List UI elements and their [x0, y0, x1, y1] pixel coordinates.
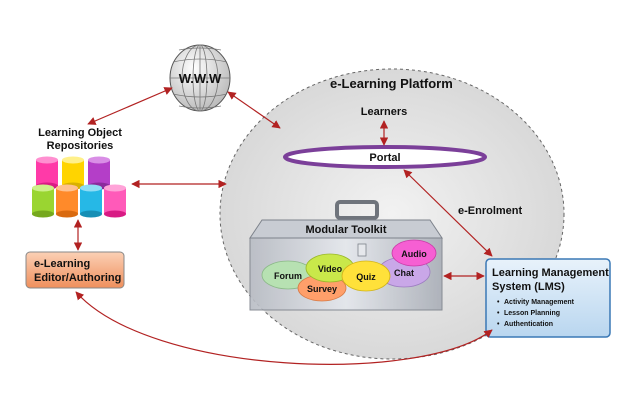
lms-bullet-2: •: [497, 310, 500, 317]
editor-box: [25, 251, 125, 289]
arrow-www-platform: [227, 91, 281, 129]
lms-item-3: Authentication: [504, 321, 553, 328]
module-chat-label: Chat: [394, 268, 414, 278]
module-survey-label: Survey: [307, 284, 337, 294]
cylinder-purple: [88, 156, 110, 190]
www-label: W.W.W: [179, 71, 222, 86]
module-forum-label: Forum: [274, 271, 302, 281]
arrow-editor-lms: [75, 291, 493, 365]
platform-title: e-Learning Platform: [330, 76, 453, 91]
editor-label-line2: Editor/Authoring: [34, 272, 121, 284]
module-video-label: Video: [318, 264, 343, 274]
portal-ring: [283, 145, 487, 169]
cylinder-green: [32, 184, 54, 218]
module-quiz-label: Quiz: [356, 272, 376, 282]
connection-arrows: [73, 87, 493, 365]
toolkit-title: Modular Toolkit: [305, 224, 386, 236]
editor-label-line1: e-Learning: [34, 258, 90, 270]
www-globe-icon: [169, 44, 231, 112]
cylinder-orange: [56, 184, 78, 218]
portal-label: Portal: [369, 152, 400, 164]
lms-item-1: Activity Management: [504, 299, 575, 306]
lms-title-line1: Learning Management: [492, 267, 609, 279]
repositories-title-line1: Learning Object: [38, 127, 122, 139]
cylinder-cyan: [80, 184, 102, 218]
lms-title-line2: System (LMS): [492, 281, 565, 293]
lms-bullet-1: •: [497, 299, 500, 306]
module-quiz: [341, 260, 391, 292]
lms-bullet-3: •: [497, 321, 500, 328]
cylinder-pink-front: [104, 184, 126, 218]
lms-item-2: Lesson Planning: [504, 310, 560, 317]
cylinder-pink: [36, 156, 58, 190]
repositories-title-line2: Repositories: [47, 140, 114, 152]
enrolment-label: e-Enrolment: [458, 205, 523, 217]
module-audio-label: Audio: [401, 249, 427, 259]
arrow-portal-lms: [403, 169, 493, 257]
database-cylinders-icon: [32, 156, 126, 218]
learners-label: Learners: [361, 106, 407, 118]
arrow-www-repositories: [87, 87, 173, 125]
